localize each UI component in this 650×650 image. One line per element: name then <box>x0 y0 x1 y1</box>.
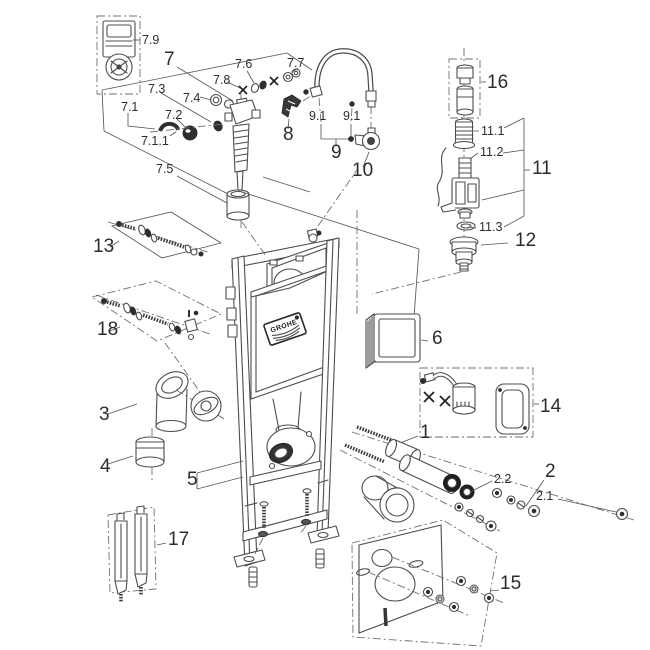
label-15: 15 <box>500 573 521 594</box>
label-2: 2 <box>545 461 556 482</box>
part-4-sleeve <box>107 428 165 480</box>
part-10-valve <box>348 106 381 168</box>
part-9-hose <box>303 48 377 145</box>
label-13: 13 <box>93 236 114 257</box>
label-7-8: 7.8 <box>213 73 230 87</box>
fill-valve-small-parts <box>127 67 301 141</box>
label-4: 4 <box>100 456 111 477</box>
label-11-3: 11.3 <box>479 220 502 234</box>
label-12: 12 <box>515 230 536 251</box>
flush-bend <box>266 391 316 470</box>
part-18-anchor-set <box>90 280 223 393</box>
installation-frame: GROHE <box>196 221 380 588</box>
label-7-2: 7.2 <box>165 108 182 122</box>
part-6-protection-box <box>365 313 429 369</box>
part-14-box <box>419 367 539 438</box>
part-15-sound-insulation <box>351 519 505 647</box>
prohibited-x-icon <box>423 391 435 403</box>
parts-1-2-fixing-set <box>339 425 635 532</box>
frame-feet <box>233 525 340 568</box>
label-9-1a: 9.1 <box>309 109 326 123</box>
part-labels: 7.9 7 7.6 7.7 7.8 7.3 7.4 7.1 7.2 7.1.1 … <box>93 33 562 594</box>
label-17: 17 <box>168 529 189 550</box>
label-1: 1 <box>420 422 431 443</box>
prohibited-x-icon <box>439 395 451 407</box>
part-7-9-flush-plate-box <box>96 15 141 95</box>
label-5: 5 <box>187 469 198 490</box>
label-11-1: 11.1 <box>481 124 504 138</box>
label-14: 14 <box>540 396 562 417</box>
label-7-1: 7.1 <box>121 100 138 114</box>
floor-fixing-screws <box>248 488 325 588</box>
label-7-7: 7.7 <box>287 56 304 70</box>
label-9: 9 <box>331 142 342 163</box>
label-7-9: 7.9 <box>142 33 159 47</box>
part-8-lever <box>281 94 313 130</box>
label-10: 10 <box>352 160 373 181</box>
part-7-fill-valve <box>149 66 261 228</box>
label-7-1-1: 7.1.1 <box>141 134 169 148</box>
part-17-extension-set <box>107 505 167 602</box>
label-3: 3 <box>99 404 110 425</box>
label-2-2: 2.2 <box>494 472 511 486</box>
fill-valve-plane <box>101 52 313 200</box>
label-7-3: 7.3 <box>148 82 165 96</box>
label-7-4: 7.4 <box>183 91 200 105</box>
x-clip-icon <box>238 85 248 95</box>
label-8: 8 <box>283 124 294 145</box>
label-7: 7 <box>164 49 175 70</box>
part-3-flush-elbow <box>107 371 227 433</box>
part-5-leader <box>196 460 244 490</box>
x-clip-icon <box>269 76 279 86</box>
float-cup <box>226 189 250 221</box>
part-13-anchor-set <box>107 211 223 259</box>
part-11-flush-valve <box>436 117 530 231</box>
label-9-1b: 9.1 <box>343 109 360 123</box>
label-11-2: 11.2 <box>480 145 503 159</box>
label-11: 11 <box>532 158 552 179</box>
part-16-box <box>448 58 486 119</box>
label-7-6: 7.6 <box>235 57 252 71</box>
label-2-1: 2.1 <box>536 489 553 503</box>
label-7-5: 7.5 <box>156 162 173 176</box>
grohe-logo-plate: GROHE <box>263 312 307 346</box>
part-12-outlet-fitting <box>371 236 509 295</box>
label-16: 16 <box>487 72 508 93</box>
label-18: 18 <box>97 319 118 340</box>
cistern: GROHE <box>250 263 333 400</box>
label-6: 6 <box>432 328 443 349</box>
frame-top-fitting <box>306 228 322 243</box>
